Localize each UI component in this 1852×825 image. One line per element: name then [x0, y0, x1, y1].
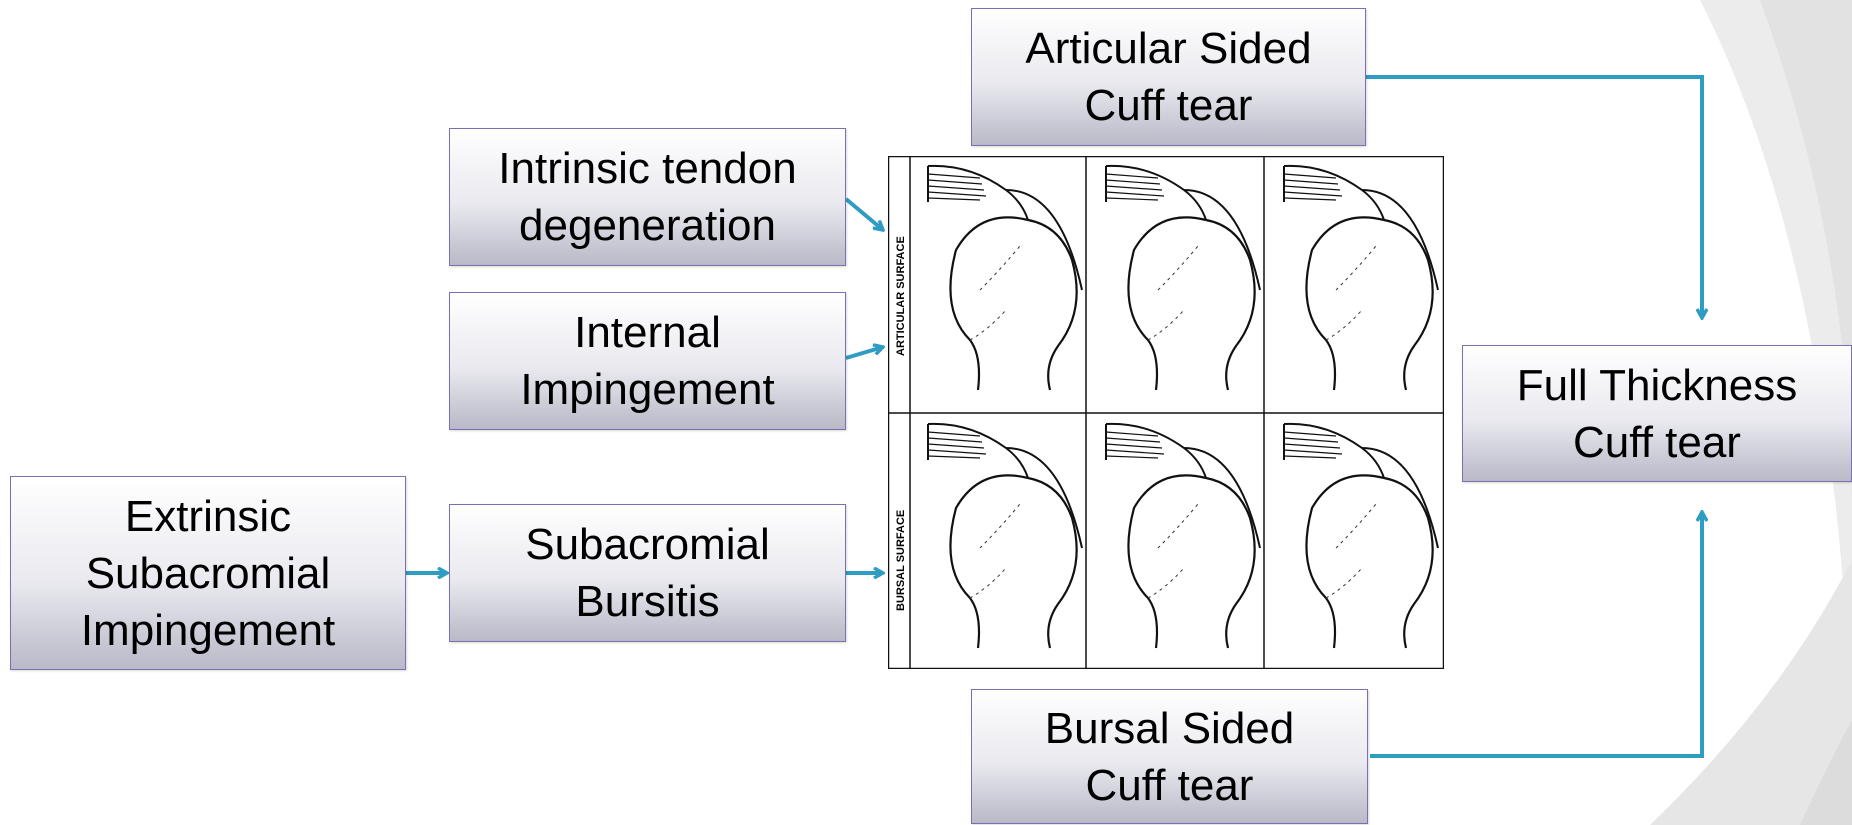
full-thickness-line-2: Cuff tear: [1517, 414, 1797, 471]
internal-line-1: Internal: [520, 304, 774, 361]
extrinsic-line-1: Extrinsic: [81, 488, 335, 545]
bursitis-line-1: Subacromial: [525, 516, 770, 573]
arrow-internal-to-figure: [846, 347, 883, 358]
bursal-line-1: Bursal Sided: [1045, 700, 1294, 757]
articular-line-1: Articular Sided: [1025, 20, 1311, 77]
extrinsic-line-3: Impingement: [81, 602, 335, 659]
bursal-line-2: Cuff tear: [1045, 757, 1294, 814]
articular-sided-cuff-tear-box: Articular Sided Cuff tear: [971, 8, 1366, 146]
intrinsic-tendon-degeneration-box: Intrinsic tendon degeneration: [449, 128, 846, 266]
row-label-articular: ARTICULAR SURFACE: [895, 236, 907, 356]
bursal-sided-cuff-tear-box: Bursal Sided Cuff tear: [971, 689, 1368, 824]
arrow-intrinsic-to-figure: [846, 199, 883, 230]
bursitis-line-2: Bursitis: [525, 573, 770, 630]
internal-line-2: Impingement: [520, 361, 774, 418]
extrinsic-subacromial-impingement-box: Extrinsic Subacromial Impingement: [10, 476, 406, 670]
articular-line-2: Cuff tear: [1025, 77, 1311, 134]
subacromial-bursitis-box: Subacromial Bursitis: [449, 504, 846, 642]
rotator-cuff-tear-illustration: ARTICULAR SURFACE BURSAL SURFACE: [888, 156, 1444, 669]
internal-impingement-box: Internal Impingement: [449, 292, 846, 430]
full-thickness-line-1: Full Thickness: [1517, 357, 1797, 414]
intrinsic-line-2: degeneration: [498, 197, 796, 254]
extrinsic-line-2: Subacromial: [81, 545, 335, 602]
full-thickness-cuff-tear-box: Full Thickness Cuff tear: [1462, 345, 1852, 482]
intrinsic-line-1: Intrinsic tendon: [498, 140, 796, 197]
row-label-bursal: BURSAL SURFACE: [895, 510, 907, 611]
